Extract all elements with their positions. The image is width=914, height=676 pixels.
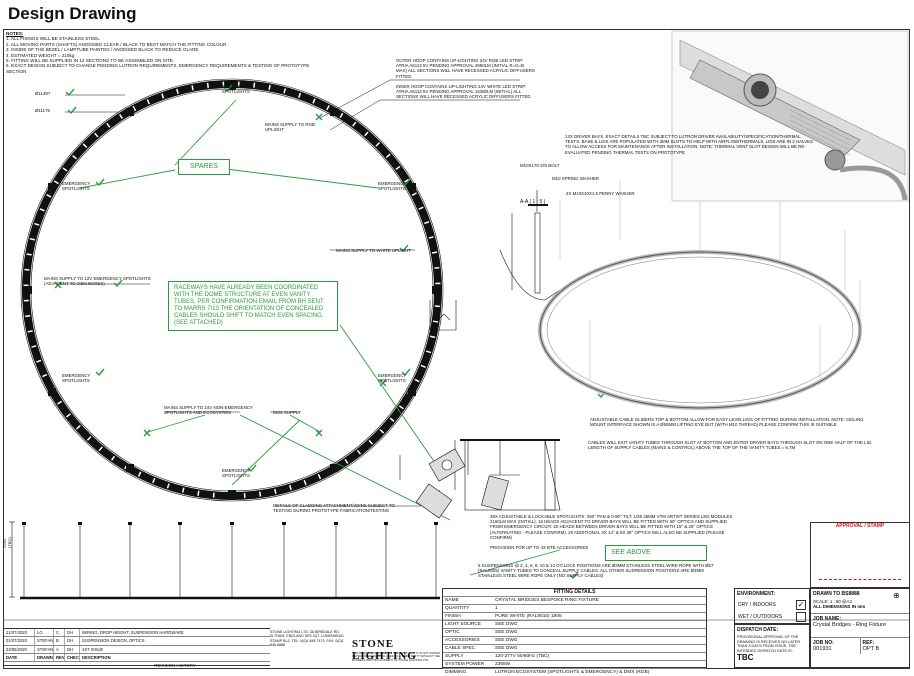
- diameter-inner-label: Ø11176: [35, 108, 50, 113]
- company-address: STONE LIGHTING LTD, 3A BIRKDALE RD, ELTH…: [270, 630, 344, 648]
- section-label: A-A ( 1 : 5 ): [520, 199, 546, 205]
- penny-washer-label: 2x M10x40x1.5 PENNY WASHER: [566, 191, 635, 196]
- environment-wet: WET / OUTDOORS: [738, 614, 783, 620]
- emergency-left2-label: EMERGENCY SPOTLIGHTS: [62, 373, 91, 384]
- close-up-render: [671, 30, 909, 202]
- company-disclaimer: THIS DRAWING IS ISSUED ON THE BASIS THAT…: [352, 651, 441, 662]
- driver-bays-label: 12x DRIVER BAYS. EXACT DETAILS TBC SUBJE…: [565, 134, 813, 155]
- spares-box: SPARES: [178, 159, 230, 175]
- ring-elevation-view: [9, 521, 440, 600]
- emergency-right-label: EMERGENCY SPOTLIGHTS: [378, 181, 407, 192]
- outer-hoop-label: OUTER HOOP CONTAINS UP-LIGHTING 24V RGB …: [396, 58, 535, 79]
- note-item: 4. ESTIMATED WEIGHT = 215kg: [6, 52, 75, 58]
- mains-white-label: MAINS SUPPLY TO WHITE UPLIGHT: [336, 248, 411, 253]
- cladding-label: DETAILS OF CLADDING ATTACHMENT/JOINS SUB…: [273, 503, 395, 514]
- emergency-top-label: EMERGENCY SPOTLIGHTS: [222, 84, 251, 95]
- ref-value: OPT B: [862, 646, 880, 652]
- inner-hoop-label: INNER HOOP CONTAINS UP-LIGHTING 24V WHIT…: [396, 84, 531, 100]
- cable-gliders-label: ADJUSTABLE CABLE GLIDERS TOP & BOTTOM AL…: [590, 417, 864, 428]
- diameter-outer-label: Ø11397: [35, 91, 51, 96]
- drawing-info-block: DRAWN TO BS8888 SCALE: 1 : 60 @A3 ALL DI…: [810, 588, 910, 668]
- notes-block: NOTES: 1. ALL FIXINGS WILL BE STAINLESS …: [6, 31, 326, 74]
- note-item: 5. FITTING WILL BE SUPPLIED IN 12 SECTIO…: [6, 58, 175, 64]
- cables-exit-label: CABLES WILL EXIT VANITY TUBES THROUGH SL…: [588, 440, 873, 451]
- job-name-label: JOB NAME:: [813, 616, 842, 622]
- wet-checkbox[interactable]: [796, 612, 806, 622]
- height-dimension: 2250 (TBC): [2, 537, 13, 548]
- revision-footer: REVISION HISTORY: [154, 663, 196, 669]
- page-title: Design Drawing: [8, 4, 137, 23]
- mains-24v-label: MAINS SUPPLY TO 24v NON-EMERGENCY SPOTLI…: [164, 405, 253, 416]
- environment-block: ENVIRONMENT: DRY / INDOORS ✓ WET / OUTDO…: [734, 588, 810, 624]
- dmx-label: DMX SUPPLY: [273, 410, 301, 415]
- emergency-bottom-label: EMERGENCY SPOTLIGHTS: [222, 468, 251, 479]
- spring-washer-label: M10 SPRING WASHER: [552, 176, 599, 181]
- suspensions-label: 6 SUSPENSIONS @ 2, 4, 6, 8, 10 & 12 O'CL…: [478, 563, 714, 579]
- revision-header: DATEDRAWNREVCHECKDESCRIPTION: [4, 653, 346, 663]
- raceways-box: RACEWAYS HAVE ALREADY BEEN COORDINATED W…: [168, 281, 338, 331]
- job-no-label: JOB NO:: [813, 640, 834, 646]
- approval-label: APPROVAL / STAMP: [835, 523, 885, 529]
- ref-label: REF:: [862, 640, 875, 646]
- provision-label: PROVISION FOR UP TO 4x BTE ACCESSORIES: [490, 545, 589, 550]
- leader-lines: [60, 79, 520, 507]
- dispatch-text: PROVISIONAL APPROVAL OF THE DRAWING IS R…: [737, 635, 801, 653]
- signature-line: [819, 579, 901, 580]
- environment-dry: DRY / INDOORS: [738, 602, 776, 608]
- spotlight-heads: [415, 448, 509, 519]
- spotlights-label: 36x ADJUSTABLE & LOCKABLE SPOTLIGHTS: 36…: [490, 514, 733, 540]
- emergency-right2-label: EMERGENCY SPOTLIGHTS: [378, 373, 407, 384]
- job-name: Crystal Bridges - Ring Fixture: [813, 622, 887, 628]
- isometric-ring: [538, 250, 862, 410]
- drawn-to: DRAWN TO BS8888: [813, 591, 860, 597]
- mains-rgb-label: MAINS SUPPLY TO RGB UPLIGHT: [265, 122, 315, 133]
- cable-glider-markers: [22, 522, 438, 525]
- dry-checkbox[interactable]: ✓: [796, 600, 806, 610]
- isometric-suspension-wires: [559, 180, 861, 385]
- bolt-label: M10x170 S/S BOLT: [520, 163, 560, 168]
- dispatch-value: TBC: [737, 653, 754, 663]
- dispatch-label: DISPATCH DATE:: [737, 627, 779, 633]
- section-detail: [399, 190, 561, 511]
- note-item: 6. EXACT DESIGN SUBJECT TO CHANGE PENDIN…: [6, 63, 310, 74]
- dispatch-block: DISPATCH DATE: PROVISIONAL APPROVAL OF T…: [734, 624, 810, 668]
- company-block: STONE LIGHTING LTD, 3A BIRKDALE RD, ELTH…: [270, 628, 442, 666]
- see-above-box: SEE ABOVE: [605, 545, 707, 561]
- note-item: 3. INSIDE OF THE BEZEL / LAMPTUBE PAINTE…: [6, 47, 199, 53]
- approval-block: APPROVAL / STAMP: [810, 522, 910, 588]
- notes-header: NOTES:: [6, 31, 24, 36]
- note-item: 1. ALL FIXINGS WILL BE STAINLESS STEEL: [6, 36, 100, 42]
- note-item: 2. ALL MOVING PARTS (SHAFTS) ANODISED CL…: [6, 41, 227, 47]
- mains-12v-label: MAINS SUPPLY TO 12v EMERGENCY SPOTLIGHTS…: [44, 276, 151, 287]
- environment-label: ENVIRONMENT:: [737, 591, 776, 597]
- company-logo: STONE LIGHTING: [352, 638, 417, 662]
- fitting-details-header: FITTING DETAILS: [443, 589, 706, 597]
- emergency-left-label: EMERGENCY SPOTLIGHTS: [62, 181, 91, 192]
- job-no: 001931: [813, 646, 832, 652]
- dims-note: ALL DIMENSIONS IN mm: [813, 604, 866, 609]
- markup-lines: [79, 99, 561, 576]
- scale: SCALE: 1 : 60 @A3: [813, 599, 852, 604]
- compass-icon: ⊕: [893, 591, 900, 600]
